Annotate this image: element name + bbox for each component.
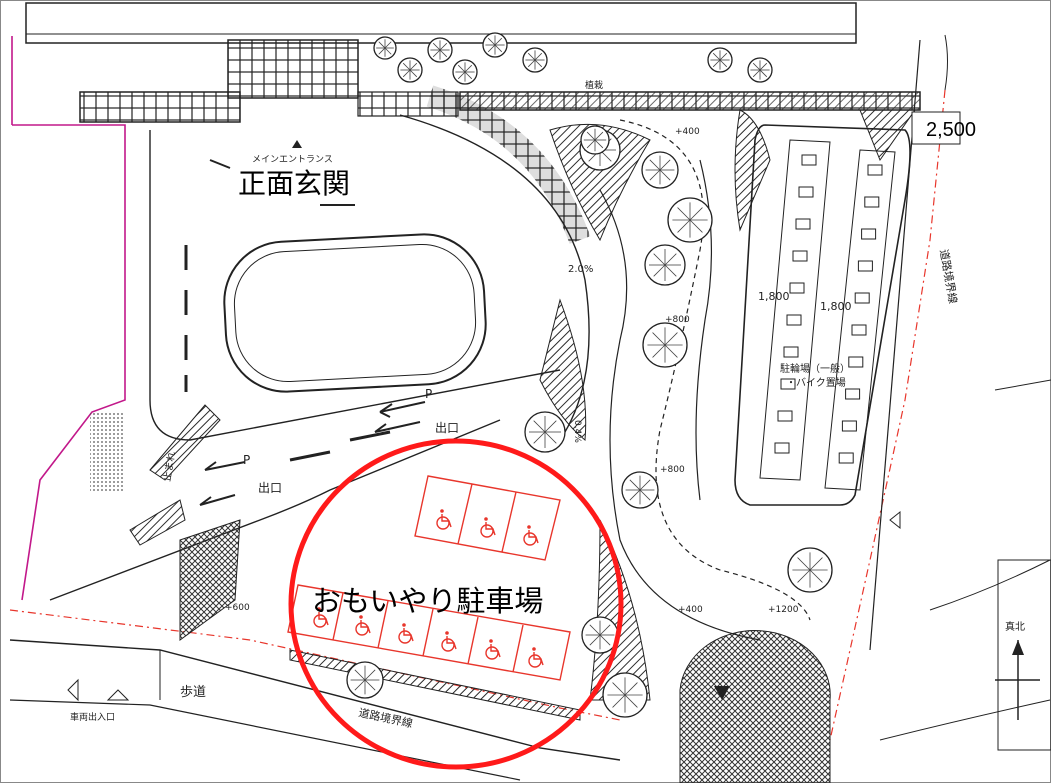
tree-symbol-icon: [580, 125, 610, 155]
tree-symbol-icon: [482, 32, 508, 58]
tree-symbol-icon: [642, 322, 688, 368]
tree-symbol-icon: [667, 197, 713, 243]
svg-text:メインエントランス: メインエントランス: [252, 154, 333, 165]
entrance-marker-icon: [292, 140, 302, 148]
svg-text:0.4%: 0.4%: [572, 420, 582, 443]
svg-text:植栽: 植栽: [585, 79, 603, 91]
wheelchair-icon: [436, 509, 452, 530]
svg-text:+800: +800: [665, 315, 690, 325]
svg-text:駐輪場（一般）: 駐輪場（一般）: [780, 362, 850, 375]
tree-symbol-icon: [373, 36, 397, 60]
svg-text:・バイク置場: ・バイク置場: [786, 376, 846, 389]
bike-stall-box: [792, 250, 808, 262]
wheelchair-icon: [528, 647, 544, 668]
center-island: [223, 233, 487, 393]
bike-stall-box: [780, 378, 796, 390]
svg-text:真北: 真北: [1005, 620, 1025, 633]
accessible-parking-stalls: [287, 475, 571, 681]
svg-text:出口: 出口: [258, 481, 282, 495]
wheelchair-icon: [313, 607, 329, 628]
bike-stall-box: [841, 420, 857, 432]
svg-text:車両出入口: 車両出入口: [70, 711, 115, 723]
omoiyari-parking-label: おもいやり駐車場: [312, 584, 544, 618]
svg-text:1,800: 1,800: [758, 290, 790, 303]
svg-text:1,800: 1,800: [820, 300, 852, 313]
bike-stall-box: [783, 346, 799, 358]
tree-symbol-icon: [641, 151, 679, 189]
site-boundary-line: [12, 124, 126, 601]
tree-symbol-icon: [452, 59, 478, 85]
tree-symbol-icon: [602, 672, 648, 718]
bike-stall-box: [774, 442, 790, 454]
bike-stall-box: [867, 164, 883, 176]
bike-stall-box: [801, 154, 817, 166]
bike-stall-boxes: [774, 154, 883, 464]
bike-stall-box: [854, 292, 870, 304]
svg-text:+800: +800: [660, 465, 685, 475]
triangle-marker: [67, 678, 79, 702]
svg-text:出口: 出口: [435, 421, 459, 435]
road-boundary-right: [829, 89, 946, 741]
traffic-arrows: [199, 159, 426, 506]
svg-text:+600: +600: [225, 603, 250, 613]
building-top: [25, 2, 921, 123]
dimension-2500-label: 2,500: [926, 119, 977, 141]
wheelchair-icon: [480, 517, 496, 538]
svg-text:止まれ: 止まれ: [161, 451, 178, 483]
wheelchair-icon-group: [313, 509, 544, 668]
tree-symbol-icon: [644, 244, 686, 286]
tree-symbol-icon: [346, 661, 384, 699]
svg-text:+400: +400: [678, 605, 703, 615]
bike-stall-box: [798, 186, 814, 198]
svg-text:+400: +400: [675, 127, 700, 137]
bike-stall-box: [851, 324, 867, 336]
bike-stall-box: [786, 314, 802, 326]
bike-stall-box: [795, 218, 811, 230]
tree-symbol-icon: [787, 547, 833, 593]
tree-symbol-icon: [621, 471, 659, 509]
tree-symbol-icon: [427, 37, 453, 63]
bike-stall-box: [857, 260, 873, 272]
tree-symbol-icon: [707, 47, 733, 73]
tree-symbol-icon: [524, 411, 566, 453]
svg-text:2.0%: 2.0%: [568, 264, 593, 275]
bike-stall-box: [777, 410, 793, 422]
north-arrow-icon: [995, 640, 1040, 720]
wheelchair-icon: [485, 639, 501, 660]
tree-group: [346, 32, 833, 718]
bike-stall-box: [789, 282, 805, 294]
red-highlight-circle: [288, 438, 624, 770]
tree-symbol-icon: [747, 57, 773, 83]
bike-stall-box: [845, 388, 861, 400]
wheelchair-icon: [523, 525, 539, 546]
svg-text:P: P: [243, 453, 250, 467]
bike-stall-box: [861, 228, 877, 240]
wheelchair-icon: [355, 615, 371, 636]
wheelchair-icon: [441, 631, 457, 652]
bike-stall-box: [848, 356, 864, 368]
tree-symbol-icon: [522, 47, 548, 73]
svg-text:P: P: [425, 387, 432, 401]
lane-markings: [184, 245, 391, 462]
bike-stall-box: [864, 196, 880, 208]
bike-stall-box: [838, 452, 854, 464]
tree-symbol-icon: [397, 57, 423, 83]
svg-text:歩道: 歩道: [180, 685, 206, 700]
wheelchair-icon: [398, 623, 414, 644]
svg-text:+1200: +1200: [768, 605, 799, 615]
main-entrance-label: 正面玄関: [238, 167, 351, 200]
